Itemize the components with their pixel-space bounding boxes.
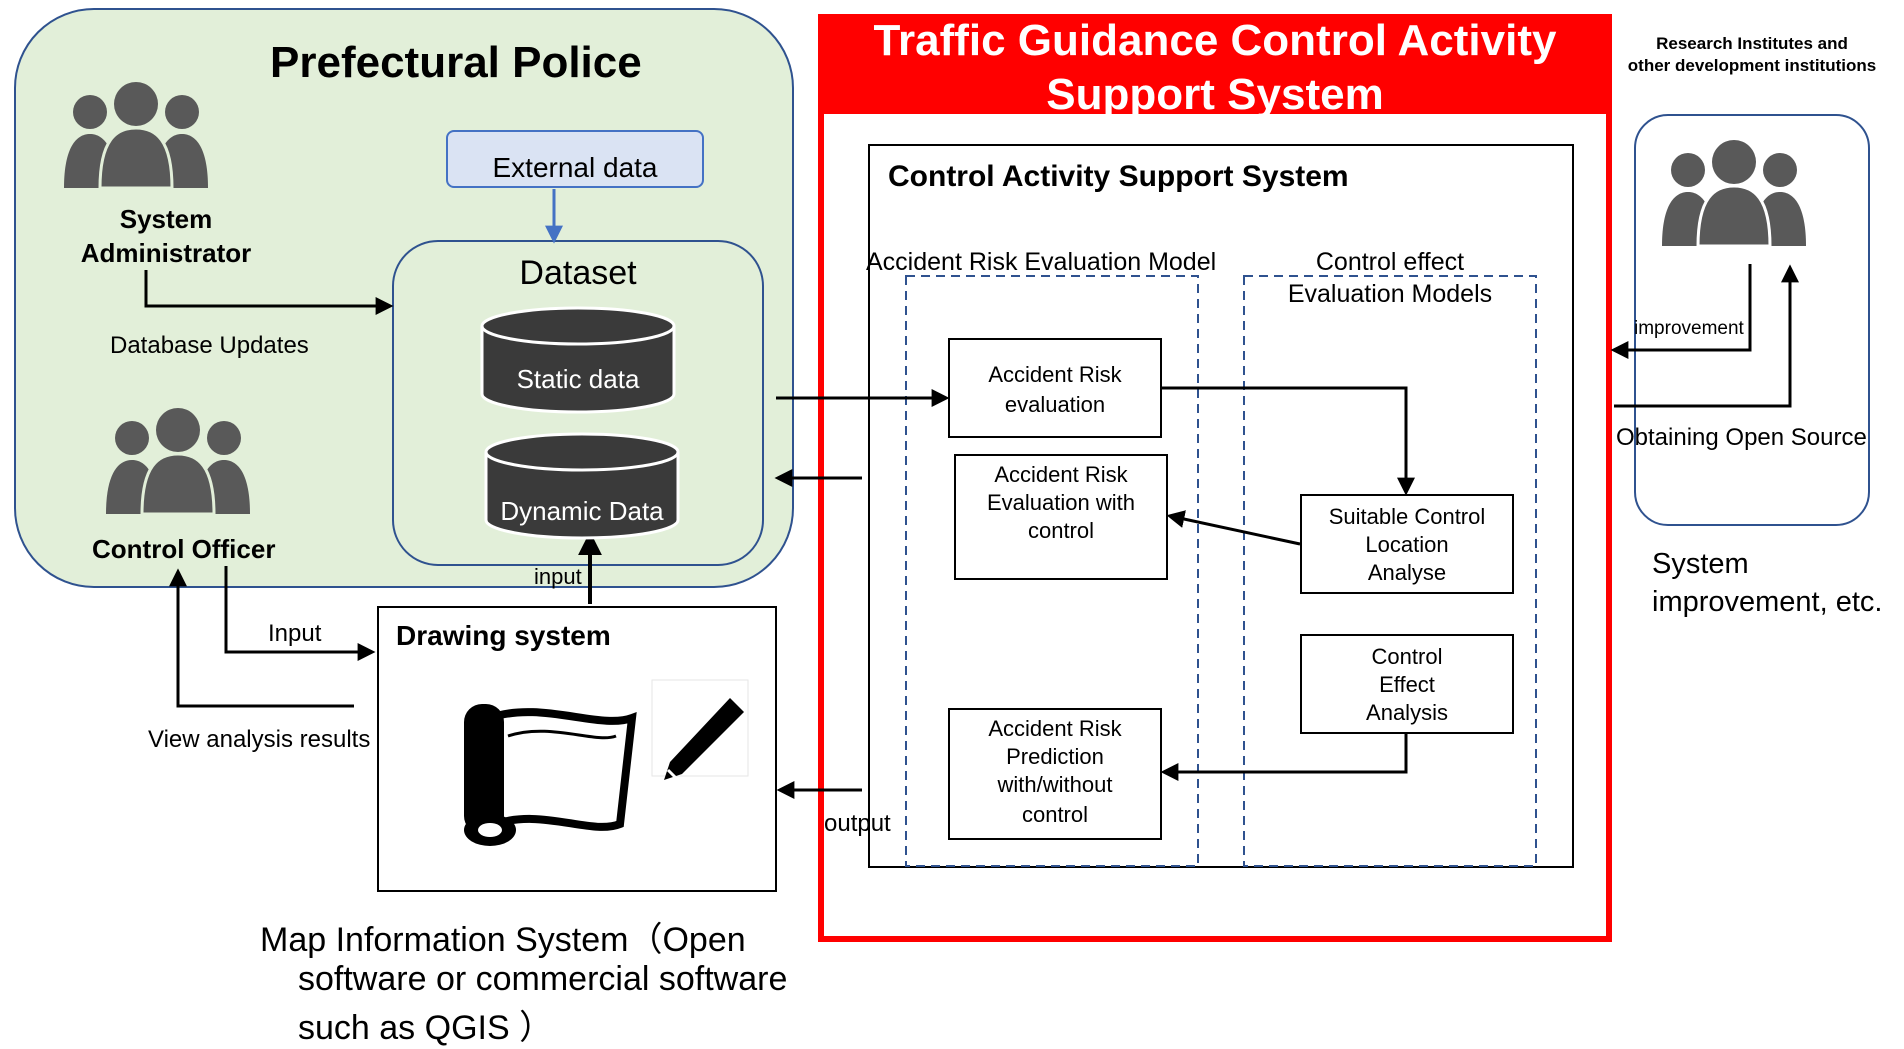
box-eff-text-2: Effect xyxy=(1379,672,1435,697)
research-box xyxy=(1634,114,1870,526)
system-improvement-1: System xyxy=(1652,548,1749,580)
arrow-eval-to-location xyxy=(1162,386,1415,496)
people-group-icon xyxy=(1662,140,1806,248)
risk-model-label: Accident Risk Evaluation Model xyxy=(866,248,1217,276)
drawing-caption-2: software or commercial software xyxy=(298,960,788,998)
input-small-label: input xyxy=(534,564,582,589)
open-source-label: Obtaining Open Source xyxy=(1616,424,1867,451)
pencil-icon xyxy=(651,679,749,780)
arrow-open-source xyxy=(1614,264,1799,408)
box-eff-text-1: Control xyxy=(1371,644,1443,669)
effect-model-label-2: Evaluation Models xyxy=(1287,280,1493,308)
database-cylinder-icon xyxy=(484,432,680,540)
box-loc-text-3: Analyse xyxy=(1367,560,1447,585)
view-results-label: View analysis results xyxy=(148,726,371,753)
box-eval-text-1: Accident Risk xyxy=(988,362,1122,387)
system-improvement-2: improvement, etc. xyxy=(1652,586,1883,618)
tgcas-title-line2: Support System xyxy=(1046,70,1384,119)
arrow-view-results xyxy=(169,568,354,708)
tgcas-title-bar xyxy=(818,14,1612,114)
dynamic-data-label: Dynamic Data xyxy=(500,496,664,526)
box-loc-text-1: Suitable Control xyxy=(1328,504,1486,529)
box-pred-text-3: with/without xyxy=(997,772,1113,797)
arrow-effect-to-prediction xyxy=(1160,734,1408,781)
map-scroll-icon xyxy=(464,704,637,846)
input-label: Input xyxy=(268,620,322,647)
tgcas-title-line1: Traffic Guidance Control Activity xyxy=(873,16,1557,65)
box-control-effect xyxy=(1300,634,1514,734)
dataset-title: Dataset xyxy=(519,254,637,292)
improvement-label: improvement xyxy=(1634,318,1744,339)
box-pred-text-4: control xyxy=(1021,802,1089,827)
drawing-title: Drawing system xyxy=(396,620,611,651)
box-loc-text-2: Location xyxy=(1365,532,1449,557)
admin-label-line1: System xyxy=(119,204,213,234)
output-label: output xyxy=(824,810,891,837)
risk-model-dashed-frame xyxy=(905,275,1199,867)
drawing-caption-1: Map Information System（Open xyxy=(260,921,746,959)
db-updates-label: Database Updates xyxy=(110,332,309,359)
cas-title: Control Activity Support System xyxy=(888,160,1349,193)
box-accident-risk-evaluation xyxy=(948,338,1162,438)
box-eval-ctrl-text-3: control xyxy=(1027,518,1095,543)
drawing-caption-3: such as QGIS ） xyxy=(298,1009,554,1047)
arrow-research-improvement xyxy=(1610,264,1752,359)
cas-box xyxy=(868,144,1574,868)
box-pred-text-2: Prediction xyxy=(1006,744,1104,769)
arrow-officer-input xyxy=(224,566,376,661)
police-title: Prefectural Police xyxy=(270,38,642,87)
arrow-location-to-eval-control xyxy=(1166,510,1301,546)
database-cylinder-icon xyxy=(480,306,676,414)
research-title-2: other development institutions xyxy=(1627,56,1877,75)
dataset-container xyxy=(392,240,764,566)
external-data-box xyxy=(446,130,704,188)
effect-model-dashed-frame xyxy=(1243,275,1537,867)
external-data-label: External data xyxy=(492,152,658,183)
box-eff-text-3: Analysis xyxy=(1366,700,1448,725)
static-data-label: Static data xyxy=(516,364,640,394)
box-pred-text-1: Accident Risk xyxy=(988,716,1122,741)
box-eval-ctrl-text-1: Accident Risk xyxy=(994,462,1128,487)
admin-label-line2: Administrator xyxy=(80,238,252,268)
box-eval-text-2: evaluation xyxy=(1004,392,1106,417)
box-eval-ctrl-text-2: Evaluation with xyxy=(987,490,1135,515)
people-group-icon xyxy=(64,82,208,190)
effect-model-label-1: Control effect xyxy=(1315,248,1465,276)
research-title-1: Research Institutes and xyxy=(1656,34,1848,53)
officer-label: Control Officer xyxy=(92,534,276,564)
people-group-icon xyxy=(106,408,250,516)
arrow-admin-to-dataset xyxy=(144,270,394,315)
